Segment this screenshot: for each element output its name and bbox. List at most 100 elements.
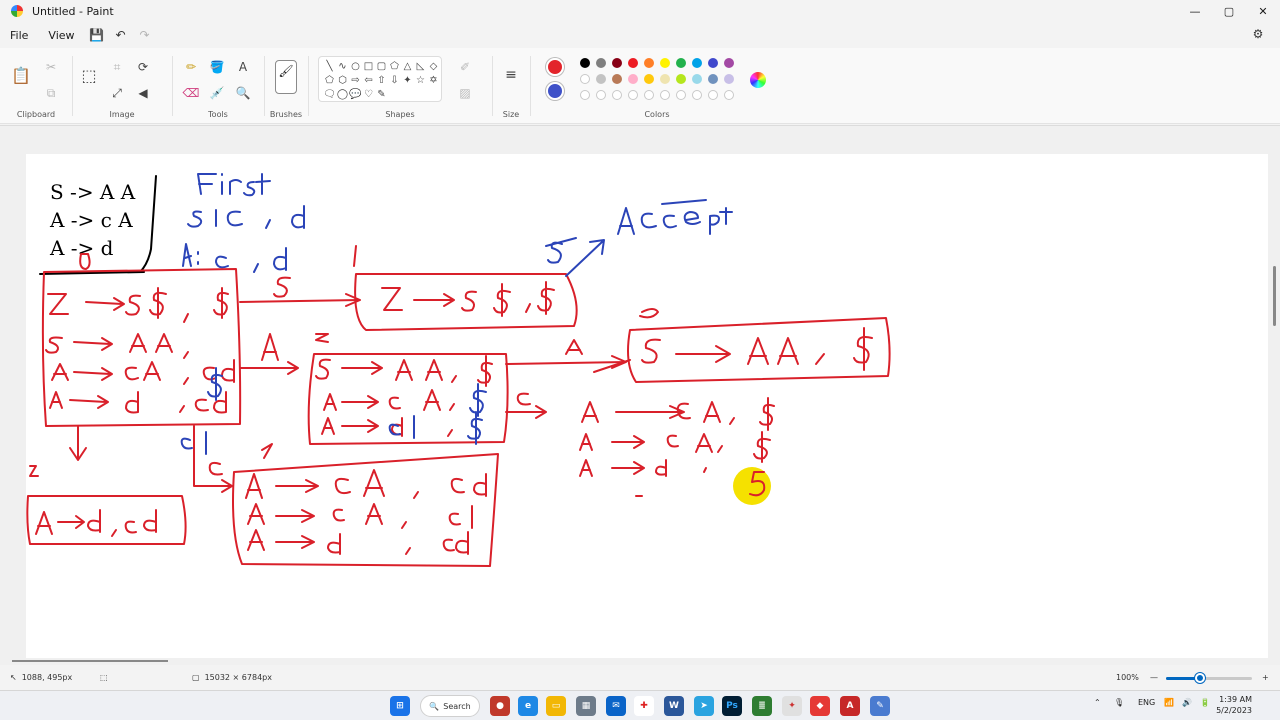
photoshop-icon[interactable]: Ps [722, 696, 742, 716]
start-icon[interactable]: ⊞ [390, 696, 410, 716]
file-explorer-icon[interactable]: ▭ [546, 696, 566, 716]
color-swatch[interactable] [692, 58, 702, 68]
color-swatch[interactable] [596, 58, 606, 68]
custom-color-slot[interactable] [644, 90, 654, 100]
resize-icon[interactable]: ⤢ [112, 85, 122, 100]
custom-color-slot[interactable] [708, 90, 718, 100]
mail-icon[interactable]: ✉ [606, 696, 626, 716]
shape-option[interactable]: ⬡ [338, 74, 347, 86]
vertical-scrollbar[interactable] [1273, 266, 1276, 326]
eraser-icon[interactable]: ⌫ [182, 86, 200, 100]
color-swatch[interactable] [580, 58, 590, 68]
shape-option[interactable]: ◯ [336, 88, 349, 100]
flip-icon[interactable]: ◀ [138, 86, 148, 100]
shape-option[interactable]: 💬 [349, 88, 362, 100]
wifi-icon[interactable]: 📶 [1164, 698, 1174, 707]
screen-recorder-icon[interactable]: ● [490, 696, 510, 716]
custom-color-slot[interactable] [676, 90, 686, 100]
cut-icon[interactable]: ✂ [45, 60, 57, 74]
shape-option[interactable]: □ [363, 60, 374, 72]
line-size-icon[interactable]: ≡ [505, 67, 517, 83]
color-swatch[interactable] [580, 74, 590, 84]
zoom-slider[interactable] [1166, 673, 1252, 683]
shape-option[interactable]: ⬠ [390, 60, 399, 72]
app-icon[interactable]: ✦ [782, 696, 802, 716]
anydesk-icon[interactable]: ◆ [810, 696, 830, 716]
microphone-icon[interactable]: 🎙 [1114, 698, 1125, 707]
brush-button[interactable]: 🖌 [275, 60, 297, 94]
shape-option[interactable]: ⇧ [377, 74, 386, 86]
rotate-icon[interactable]: ⟳ [137, 60, 149, 74]
edit-colors-icon[interactable] [750, 72, 766, 88]
fill-icon[interactable]: 🪣 [209, 60, 225, 74]
menu-view[interactable]: View [48, 28, 75, 42]
minimize-button[interactable]: — [1189, 4, 1201, 18]
color-swatch[interactable] [676, 74, 686, 84]
select-icon[interactable]: ⬚ [81, 65, 97, 85]
shape-option[interactable]: ▢ [376, 60, 387, 72]
shape-fill-icon[interactable]: ▨ [459, 86, 471, 100]
notepad-icon[interactable]: ≣ [752, 696, 772, 716]
acrobat-icon[interactable]: A [840, 696, 860, 716]
color-swatch[interactable] [612, 58, 622, 68]
shape-option[interactable]: ◺ [416, 60, 425, 72]
shape-option[interactable]: ✦ [403, 74, 412, 86]
color-swatch[interactable] [692, 74, 702, 84]
shape-option[interactable]: ⬠ [325, 74, 334, 86]
close-button[interactable]: ✕ [1258, 4, 1268, 18]
shape-option[interactable]: ⇩ [390, 74, 399, 86]
telegram-icon[interactable]: ➤ [694, 696, 714, 716]
save-icon[interactable]: 💾 [89, 28, 104, 42]
zoom-slider-thumb[interactable] [1195, 673, 1206, 683]
maximize-button[interactable]: ▢ [1223, 4, 1235, 18]
volume-icon[interactable]: 🔊 [1182, 698, 1192, 707]
secondary-color-swatch[interactable] [546, 82, 564, 100]
color-swatch[interactable] [644, 58, 654, 68]
undo-icon[interactable]: ↶ [115, 28, 126, 42]
shape-option[interactable]: ⇨ [351, 74, 360, 86]
color-swatch[interactable] [708, 74, 718, 84]
zoom-out-button[interactable]: — [1150, 673, 1158, 682]
color-swatch[interactable] [644, 74, 654, 84]
shape-option[interactable]: ☆ [416, 74, 425, 86]
color-swatch[interactable] [708, 58, 718, 68]
edge-icon[interactable]: e [518, 696, 538, 716]
custom-color-slot[interactable] [724, 90, 734, 100]
zoom-in-button[interactable]: + [1262, 673, 1269, 682]
primary-color-swatch[interactable] [546, 58, 564, 76]
text-tool-icon[interactable]: A [238, 60, 248, 74]
language-indicator[interactable]: ENG [1138, 698, 1156, 707]
store-icon[interactable]: ▦ [576, 696, 596, 716]
custom-color-slot[interactable] [628, 90, 638, 100]
horizontal-scrollbar[interactable] [12, 660, 168, 662]
taskbar-clock[interactable]: 1:39 AM 5/2/2023 [1216, 694, 1252, 716]
color-swatch[interactable] [660, 58, 670, 68]
shape-option[interactable]: ○ [351, 60, 360, 72]
shape-option[interactable]: ╲ [326, 60, 333, 72]
color-swatch[interactable] [724, 74, 734, 84]
menu-file[interactable]: File [10, 28, 29, 42]
word-icon[interactable]: W [664, 696, 684, 716]
outline-icon[interactable]: ✐ [459, 60, 471, 74]
custom-color-slot[interactable] [692, 90, 702, 100]
shape-option[interactable]: ∿ [338, 60, 347, 72]
redo-icon[interactable]: ↷ [139, 28, 150, 42]
custom-color-slot[interactable] [660, 90, 670, 100]
paste-icon[interactable]: 📋 [11, 65, 31, 85]
settings-icon[interactable]: ⚙ [1252, 27, 1264, 41]
color-swatch[interactable] [676, 58, 686, 68]
taskbar-search[interactable]: 🔍 Search [420, 695, 480, 717]
shape-option[interactable]: ✎ [377, 88, 386, 100]
shape-option[interactable]: ⇦ [364, 74, 373, 86]
color-picker-icon[interactable]: 💉 [209, 86, 225, 100]
color-swatch[interactable] [596, 74, 606, 84]
color-swatch[interactable] [612, 74, 622, 84]
copy-icon[interactable]: ⧉ [46, 85, 56, 100]
custom-color-slot[interactable] [580, 90, 590, 100]
pencil-icon[interactable]: ✏ [185, 60, 197, 74]
drawing-canvas[interactable]: S -> A A A -> c A A -> d [26, 154, 1268, 658]
paint-taskbar-icon[interactable]: ✎ [870, 696, 890, 716]
custom-color-slot[interactable] [596, 90, 606, 100]
color-swatch[interactable] [628, 74, 638, 84]
shape-option[interactable]: 🗨 [323, 88, 336, 100]
